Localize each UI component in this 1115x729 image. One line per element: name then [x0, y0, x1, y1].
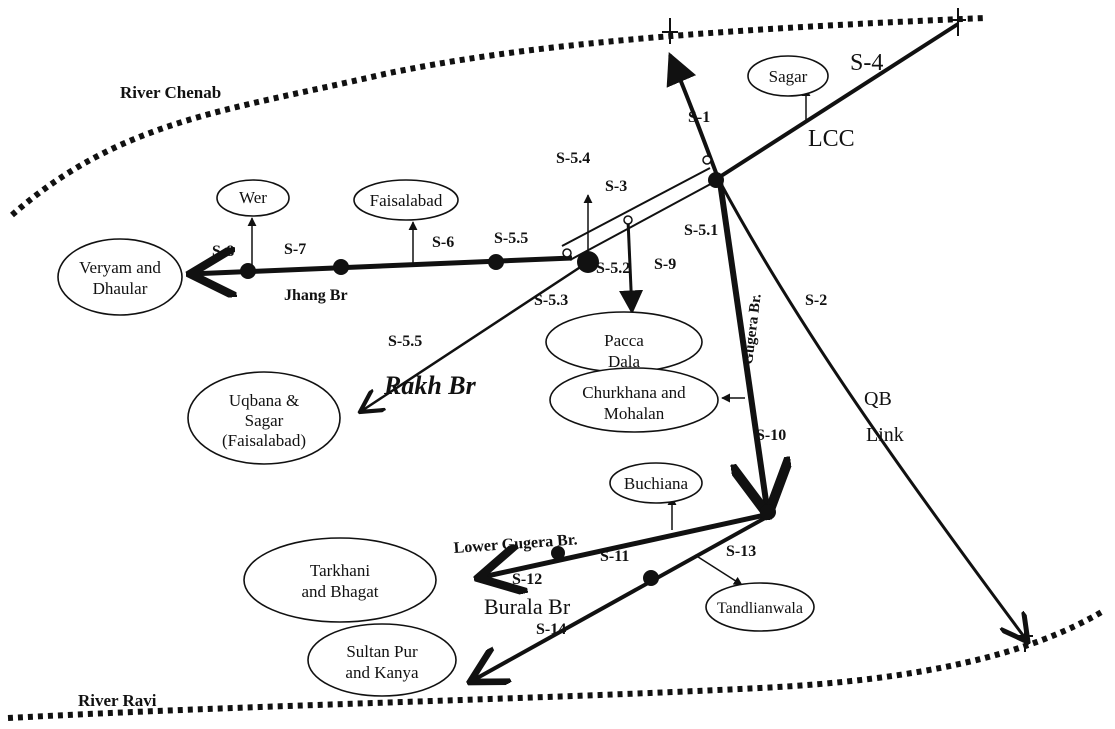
- segment-s9-label: S-9: [654, 256, 676, 273]
- junction-s3-small-dot: [702, 155, 712, 165]
- node-tarkhani: [243, 537, 437, 623]
- segment-s7-label: S-7: [284, 241, 306, 258]
- headworks-qb-icon: [1017, 624, 1033, 652]
- headworks-s1-icon: [662, 18, 678, 44]
- node-uqbana: [187, 371, 341, 465]
- node-sultanpur: [307, 623, 457, 697]
- segment-s1-label: S-1: [688, 109, 710, 126]
- node-faisalabad-label: Faisalabad: [370, 191, 443, 210]
- segment-s52-label: S-5.2: [596, 260, 630, 277]
- node-faisalabad: [353, 179, 459, 221]
- headworks-s4-icon: [950, 8, 966, 36]
- segment-s51-label: S-5.1: [684, 222, 718, 239]
- segment-s13-label: S-13: [726, 543, 756, 560]
- canal-qb-label-2: Link: [866, 424, 904, 446]
- node-sagar: [747, 55, 829, 97]
- segment-s8-label: S-8: [212, 243, 234, 260]
- node-churkhana-label-2: Mohalan: [604, 404, 665, 423]
- canal-s3-line-a: [561, 167, 711, 247]
- segment-s54-label: S-5.4: [556, 150, 590, 167]
- junction-s52-dot: [577, 251, 599, 273]
- node-veryam: [57, 238, 183, 316]
- node-veryam-label-2: Dhaular: [93, 279, 148, 298]
- node-sagar-label: Sagar: [769, 67, 808, 86]
- canal-gugera-label: Gugera Br.: [740, 293, 765, 366]
- junction-s55-dot: [488, 254, 504, 270]
- canal-s1-line: [666, 52, 720, 179]
- junction-hub-dot: [708, 172, 724, 188]
- segment-s14-label: S-14: [536, 621, 566, 638]
- canal-rakh-label: Rakh Br: [383, 371, 477, 400]
- segment-s12-label: S-12: [512, 571, 542, 588]
- node-tarkhani-label-1: Tarkhani: [310, 561, 370, 580]
- junction-s8-dot: [240, 263, 256, 279]
- node-wer-label: Wer: [239, 188, 267, 207]
- node-uqbana-label-2: Sagar: [245, 411, 284, 430]
- node-pacca-label-2: Dala: [608, 352, 641, 371]
- canal-s3-line-b: [569, 179, 719, 261]
- canal-lcc-main: [716, 22, 960, 180]
- river-chenab-line: [10, 15, 986, 218]
- junction-s14-dot: [643, 570, 659, 586]
- node-tandlianwala-label: Tandlianwala: [717, 600, 803, 617]
- junction-s11-dot: [551, 546, 565, 560]
- segment-s11-label: S-11: [600, 548, 629, 565]
- segment-s10-label: S-10: [756, 427, 786, 444]
- segment-s3-label: S-3: [605, 178, 627, 195]
- node-tandlianwala: [705, 582, 815, 632]
- canal-lcc-label: LCC: [808, 126, 855, 152]
- canal-qb-label-1: QB: [864, 388, 892, 410]
- node-buchiana-label: Buchiana: [624, 474, 689, 493]
- segment-s55a-label: S-5.5: [494, 230, 528, 247]
- segment-s2-label: S-2: [805, 292, 827, 309]
- canal-burala-label: Burala Br: [484, 594, 571, 619]
- canal-gugera-branch: [717, 181, 768, 515]
- node-uqbana-label-3: (Faisalabad): [222, 431, 306, 450]
- offtake-tandlianwala: [694, 554, 743, 586]
- canal-rakh-branch: [360, 262, 586, 412]
- canal-burala-branch: [470, 516, 766, 682]
- node-churkhana-label-1: Churkhana and: [582, 383, 686, 402]
- junction-s53-dot: [562, 248, 572, 258]
- node-buchiana: [609, 462, 703, 504]
- segment-s4-label: S-4: [850, 50, 883, 76]
- river-ravi-line: [7, 607, 1107, 721]
- segment-s53-label: S-5.3: [534, 292, 568, 309]
- junction-s7-dot: [333, 259, 349, 275]
- junction-s9-dot: [623, 215, 633, 225]
- junction-s10-dot: [760, 504, 776, 520]
- node-veryam-label-1: Veryam and: [79, 258, 161, 277]
- node-sultanpur-label-2: and Kanya: [345, 663, 419, 682]
- node-sultanpur-label-1: Sultan Pur: [346, 642, 418, 661]
- river-ravi-label: River Ravi: [78, 691, 157, 710]
- node-churkhana: [549, 367, 719, 433]
- segment-s6-label: S-6: [432, 234, 454, 251]
- node-wer: [216, 179, 290, 217]
- canal-s9-line: [619, 219, 644, 315]
- node-uqbana-label-1: Uqbana &: [229, 391, 299, 410]
- canal-jhang-label: Jhang Br: [284, 287, 348, 304]
- node-pacca-label-1: Pacca: [604, 331, 644, 350]
- canal-qb-link: [718, 181, 1028, 642]
- node-tarkhani-label-2: and Bhagat: [302, 582, 379, 601]
- river-chenab-label: River Chenab: [120, 83, 221, 102]
- segment-s55b-label: S-5.5: [388, 333, 422, 350]
- canal-lower-gugera: [478, 512, 766, 578]
